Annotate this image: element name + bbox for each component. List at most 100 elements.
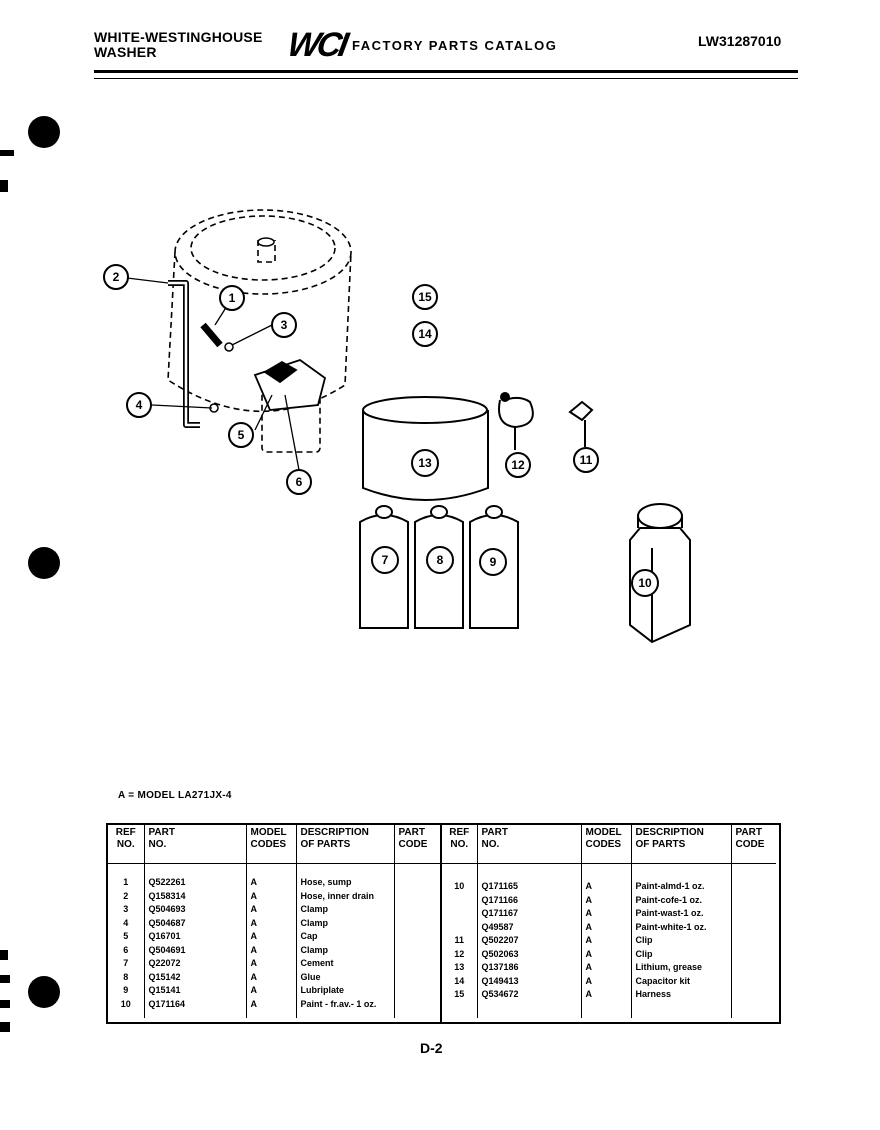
cell-ref: 14 xyxy=(454,975,465,986)
cell-part: Q158314 xyxy=(148,890,186,901)
cell-ref: 7 xyxy=(123,958,129,968)
cell-part: Q502063 xyxy=(481,948,519,959)
cell-desc: Paint-wast-1 oz. xyxy=(635,908,704,918)
cell-part: Q171167 xyxy=(481,908,519,918)
cell-model: A xyxy=(585,975,593,986)
callout-10: 10 xyxy=(638,576,652,590)
cell-ref: 5 xyxy=(123,931,129,941)
cell-part: Q504693 xyxy=(148,904,186,914)
cell-part: Q137186 xyxy=(481,962,519,972)
callout-3: 3 xyxy=(281,318,288,332)
cell-desc: Paint - fr.av.- 1 oz. xyxy=(300,998,377,1009)
callout-14: 14 xyxy=(418,327,432,341)
cell-ref: 1 xyxy=(123,877,129,887)
parts-table-border xyxy=(106,823,781,1024)
hose-sump xyxy=(200,322,223,348)
cell-part: Q171166 xyxy=(481,894,519,905)
cell-desc: Glue xyxy=(300,971,321,982)
callout-4: 4 xyxy=(136,398,143,412)
callout-6: 6 xyxy=(296,475,303,489)
cell-ref: 10 xyxy=(120,998,131,1009)
cell-ref: 15 xyxy=(454,989,465,999)
cell-part: Q15141 xyxy=(148,985,181,995)
cell-desc: Hose, sump xyxy=(300,877,352,887)
cell-model: A xyxy=(585,881,593,891)
cell-part: Q522261 xyxy=(148,877,186,887)
cell-desc: Paint-almd-1 oz. xyxy=(635,881,705,891)
callout-8: 8 xyxy=(437,553,444,567)
cell-model: A xyxy=(585,921,593,932)
cell-part: Q171165 xyxy=(481,881,519,891)
callout-11: 11 xyxy=(580,453,593,467)
cell-model: A xyxy=(250,971,258,982)
cell-desc: Clamp xyxy=(300,904,329,914)
paint-bottle xyxy=(629,503,691,644)
callout-9: 9 xyxy=(490,555,497,569)
callout-numbers: 2 1 3 4 5 6 15 14 13 12 11 7 8 9 10 xyxy=(113,270,652,590)
cell-desc: Lubriplate xyxy=(300,985,345,995)
callout-1: 1 xyxy=(229,291,236,305)
cell-model: A xyxy=(585,908,593,918)
clip-11 xyxy=(568,400,594,447)
cell-ref: 4 xyxy=(123,917,129,928)
cell-model: A xyxy=(250,890,258,901)
cell-ref: 10 xyxy=(454,881,465,891)
clamp-3 xyxy=(224,342,234,352)
cell-ref xyxy=(442,894,477,908)
cell-part: Q49587 xyxy=(481,921,514,932)
callout-13: 13 xyxy=(418,456,432,470)
pump-assembly xyxy=(253,359,327,411)
cell-model: A xyxy=(250,998,258,1009)
cell-desc: Cement xyxy=(300,958,334,968)
cell-desc: Paint-cofe-1 oz. xyxy=(635,894,703,905)
cell-part: Q171164 xyxy=(148,998,186,1009)
callout-12: 12 xyxy=(511,458,525,472)
cell-part: Q149413 xyxy=(481,975,519,986)
binder-hole-middle xyxy=(28,547,60,579)
cell-model: A xyxy=(585,962,593,972)
cell-model: A xyxy=(585,894,593,905)
cell-desc: Clip xyxy=(635,948,653,959)
cell-ref: 8 xyxy=(123,971,129,982)
cell-desc: Harness xyxy=(635,989,672,999)
edge-scan-mark xyxy=(0,1000,10,1008)
cell-part: Q15142 xyxy=(148,971,181,982)
cell-model: A xyxy=(250,877,258,887)
cell-ref: 11 xyxy=(454,935,464,945)
cell-part: Q22072 xyxy=(148,958,181,968)
cell-desc: Paint-white-1 oz. xyxy=(635,921,707,932)
callout-7: 7 xyxy=(382,553,389,567)
cell-desc: Cap xyxy=(300,931,318,941)
cell-part: Q504691 xyxy=(148,944,186,955)
cell-part: Q534672 xyxy=(481,989,519,999)
cell-ref: 3 xyxy=(123,904,129,914)
cell-part: Q504687 xyxy=(148,917,186,928)
clip-12 xyxy=(498,392,534,450)
cell-part: Q502207 xyxy=(481,935,519,945)
edge-scan-mark xyxy=(0,180,8,192)
cell-ref: 13 xyxy=(454,962,465,972)
cell-model: A xyxy=(585,935,593,945)
cell-desc: Clamp xyxy=(300,944,329,955)
cell-model: A xyxy=(585,989,593,999)
cell-desc: Lithium, grease xyxy=(635,962,703,972)
header-rule-thin xyxy=(94,78,798,79)
